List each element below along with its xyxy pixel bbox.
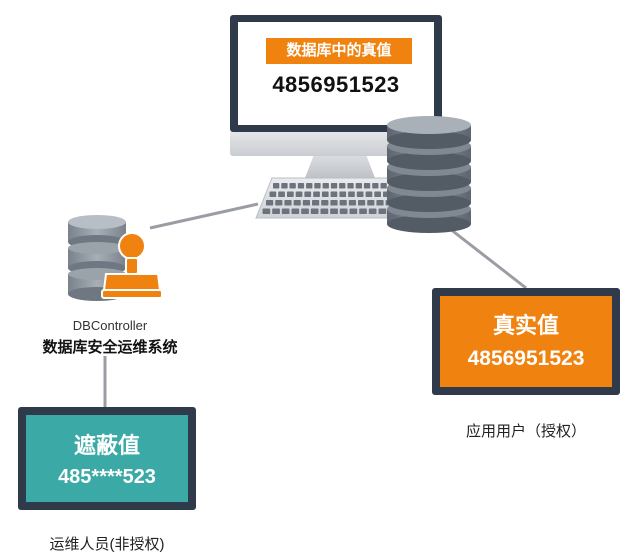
authorized-user-value: 4856951523 [467, 347, 585, 370]
connector-controller-to-server [149, 202, 259, 230]
ops-user-panel-body [26, 415, 188, 502]
ops-user-title: 遮蔽值 [73, 433, 140, 458]
controller-description: 数据库安全运维系统 [42, 339, 178, 356]
database-stack-icon [387, 116, 471, 233]
monitor-stand [305, 156, 375, 178]
connector-server-to-user [444, 223, 527, 290]
authorized-user-title: 真实值 [492, 313, 559, 338]
keyboard-icon [255, 177, 413, 219]
ops-user-caption: 运维人员(非授权) [49, 536, 165, 553]
authorized-user-caption: 应用用户（授权） [465, 423, 586, 440]
controller-name: DBController [72, 318, 148, 333]
ops-user-value: 485****523 [58, 466, 156, 488]
monitor-true-value: 4856951523 [272, 72, 400, 97]
monitor-true-value-label: 数据库中的真值 [266, 38, 412, 64]
authorized-user-panel-body [440, 296, 612, 387]
database-with-stamp-icon [68, 215, 162, 301]
